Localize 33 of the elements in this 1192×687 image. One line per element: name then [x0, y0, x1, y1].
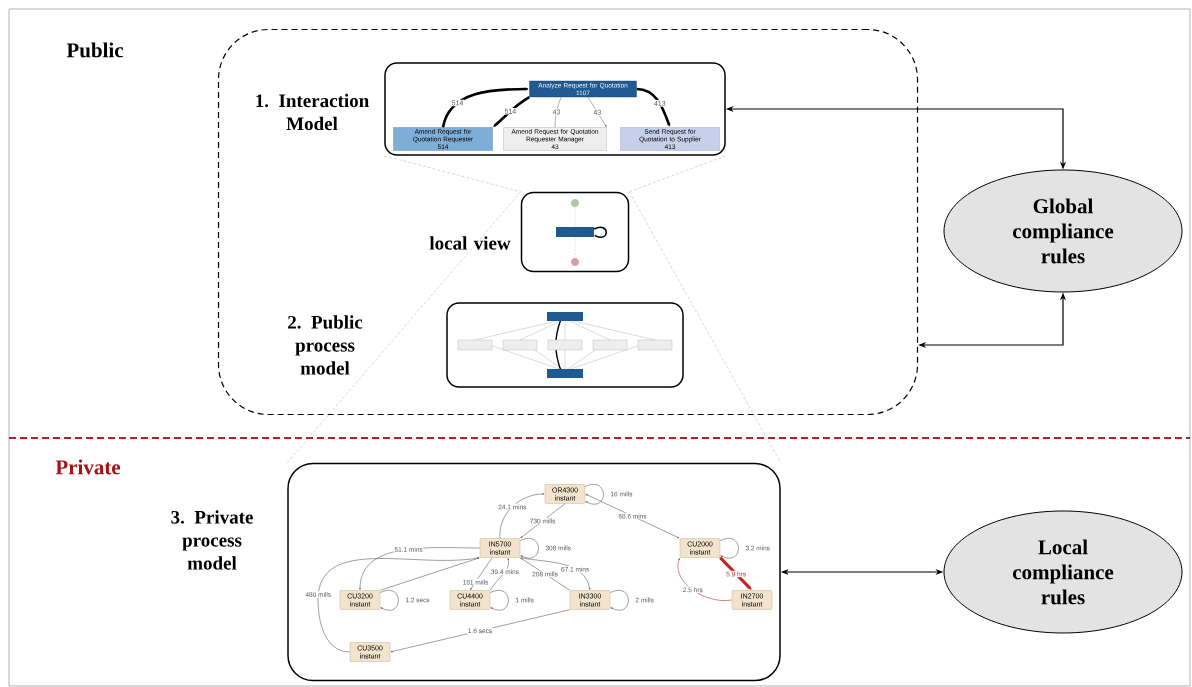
arrow	[499, 493, 545, 539]
zoom-line	[384, 155, 521, 192]
section-label: Private	[55, 459, 121, 475]
loop-arrow	[584, 484, 604, 505]
loop-arrow	[609, 590, 629, 611]
arrow	[636, 87, 671, 127]
loop-arrow	[519, 538, 539, 559]
section-label: Public	[66, 42, 124, 58]
loop-arrow	[489, 590, 509, 611]
panel-heading: local view	[429, 236, 511, 250]
arrow	[519, 557, 591, 590]
arrow	[317, 557, 480, 653]
arrow	[493, 96, 530, 127]
zoom-line	[287, 191, 521, 463]
public-region	[217, 28, 919, 416]
arrow	[441, 87, 529, 128]
arrow	[520, 557, 571, 591]
arrow	[489, 558, 510, 591]
arrow	[719, 556, 752, 590]
arrow	[587, 96, 607, 127]
panel-heading: 3. Private process model	[171, 510, 253, 570]
panel-heading: 2. Public process model	[288, 315, 363, 375]
arrow	[677, 558, 733, 601]
loop-arrow	[719, 538, 739, 559]
panel-heading: 1. Interaction Model	[256, 93, 369, 131]
arrow	[390, 609, 571, 653]
arrow	[585, 494, 680, 539]
arrow	[470, 557, 493, 590]
zoom-line	[629, 155, 726, 192]
connector-line	[554, 96, 562, 128]
arrow	[520, 503, 566, 539]
loop-arrow	[379, 590, 399, 611]
zoom-line	[629, 191, 781, 463]
